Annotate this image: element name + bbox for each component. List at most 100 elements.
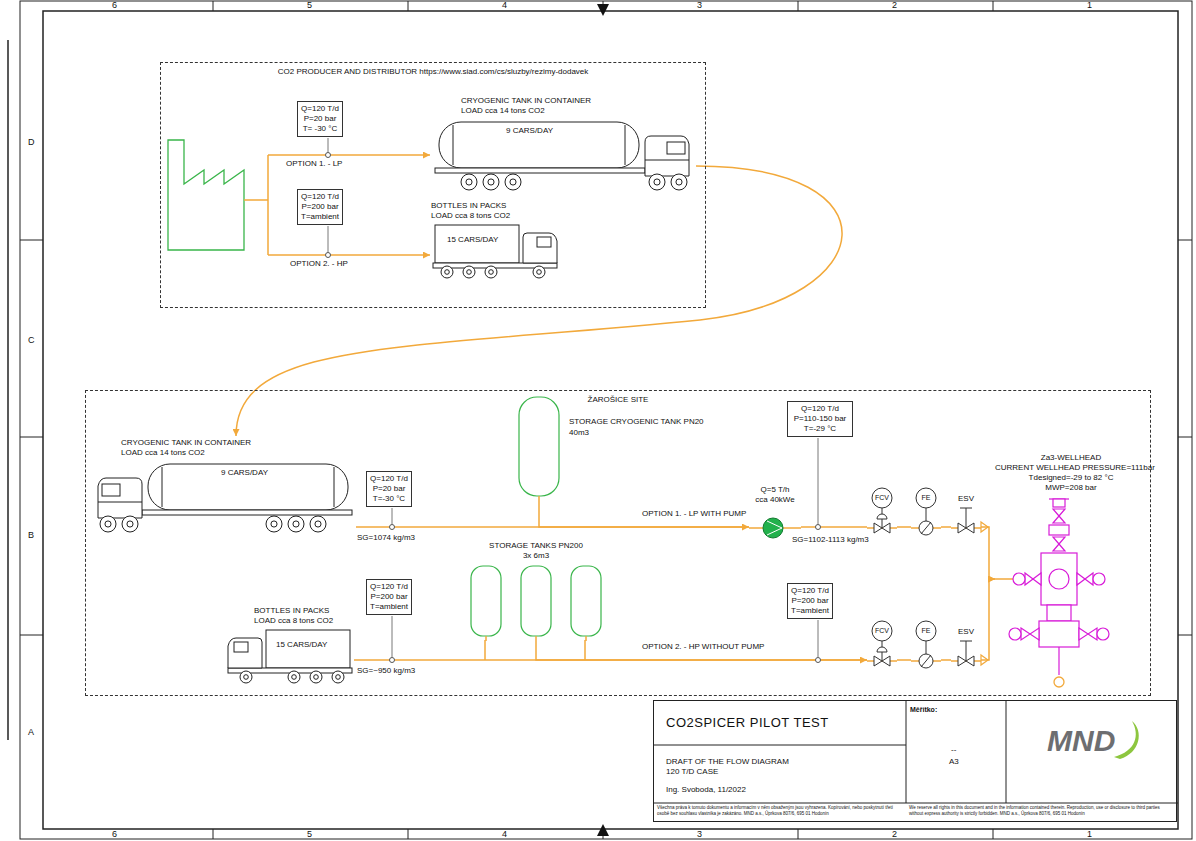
tanker-truck-outline — [142, 510, 352, 515]
tanker-truck-outline — [488, 179, 494, 185]
storage-vessels-outline — [571, 566, 601, 636]
tag-text: FE — [911, 626, 941, 636]
tanker-truck-outline — [510, 179, 516, 185]
bottle-truck-outline — [445, 270, 450, 275]
tanker-truck-outline — [315, 521, 321, 527]
bottle-truck-outline — [463, 266, 475, 278]
bottle-truck-outline — [489, 270, 494, 275]
shutdown-valve-outline — [958, 523, 974, 533]
tap-point — [816, 525, 821, 530]
data-box: Q=120 T/d P=20 bar T= -30 °C — [297, 101, 343, 137]
sheet-frame — [8, 1, 1192, 839]
title-block-outline — [1006, 701, 1007, 803]
pump-data: Q=5 T/h cca 40kWe — [755, 485, 795, 505]
data-box: Q=120 T/d P=200 bar T=ambient — [787, 583, 833, 619]
truck-count: 15 CARS/DAY — [447, 235, 498, 245]
data-box: Q=120 T/d P=110-150 bar T=-29 °C — [787, 401, 853, 437]
density-label: SG=1074 kg/m3 — [357, 533, 415, 543]
site-region: ŽAROŠICE SITECRYOGENIC TANK IN CONTAINER… — [85, 390, 1151, 696]
supply-pipe — [244, 155, 585, 660]
wellhead-outline — [1049, 525, 1069, 535]
wellhead-outline — [1079, 628, 1097, 640]
tap-point — [390, 658, 395, 663]
bottle-truck-outline — [435, 225, 519, 263]
flow-element-outline — [926, 508, 927, 521]
title-block-outline — [654, 701, 1178, 803]
truck-count: 9 CARS/DAY — [221, 468, 268, 478]
tap-point — [390, 525, 395, 530]
wellhead-outline — [1009, 628, 1021, 640]
tanker-truck-outline — [288, 516, 304, 532]
pump-symbol-outline — [763, 518, 783, 538]
tanker-truck-outline — [334, 467, 335, 507]
bottle-truck: BOTTLES IN PACKS LOAD cca 8 tons CO2 15 C… — [431, 201, 561, 279]
control-valve-outline — [877, 647, 887, 652]
grid-reference: 4 — [502, 829, 507, 839]
control-valve-outline — [867, 486, 897, 538]
shutdown-valve-outline — [966, 508, 967, 528]
storage-vessels-outline — [585, 636, 587, 641]
shutdown-valve-outline — [951, 486, 981, 538]
leader-line — [328, 138, 329, 153]
grid-reference: A — [28, 727, 34, 737]
tanker-truck-outline — [461, 174, 477, 190]
tanker-truck-outline — [645, 160, 689, 161]
wellhead-outline — [1097, 628, 1109, 640]
flow-element-outline — [911, 486, 941, 538]
leader-line — [392, 616, 393, 658]
legal-note: Všechna práva k tomuto dokumentu a infor… — [657, 805, 903, 816]
tanker-truck-outline — [293, 521, 299, 527]
control-valve: FCV — [867, 619, 897, 671]
wellhead-outline — [1039, 621, 1079, 647]
load-heading: BOTTLES IN PACKS LOAD cca 8 tons CO2 — [431, 201, 521, 221]
bottle-truck-outline — [310, 671, 322, 683]
bottle-truck-outline — [537, 270, 542, 275]
truck-count: 15 CARS/DAY — [276, 640, 327, 650]
centre-mark — [597, 4, 609, 16]
vessel-heading: STORAGE TANKS PN200 3x 6m3 — [485, 541, 587, 561]
tanker-truck-outline — [122, 516, 138, 532]
tanker-truck-outline — [266, 516, 282, 532]
tanker-truck-outline — [483, 174, 499, 190]
tanker-truck-outline — [105, 521, 111, 527]
grid-reference: 6 — [112, 829, 117, 839]
wellhead-outline — [1047, 605, 1071, 621]
wellhead-outline — [1053, 509, 1065, 523]
pipe-connector — [981, 527, 995, 579]
title-block: CO2SPICER PILOT TESTDRAFT OF THE FLOW DI… — [653, 700, 1177, 822]
storage-vessel: STORAGE CRYOGENIC TANK PN2040m3 — [511, 393, 741, 501]
data-box: Q=120 T/d P=20 bar T=-30 °C — [366, 471, 412, 507]
pump-symbol-outline — [749, 527, 763, 529]
density-label: SG=~950 kg/m3 — [357, 666, 415, 676]
data-text: Q=120 T/d P=200 bar T=ambient — [301, 192, 339, 222]
scale-heading: Měřítko: — [910, 705, 937, 715]
supply-pipe — [268, 154, 430, 156]
control-valve: FCV — [867, 486, 897, 538]
tag-text: FE — [911, 493, 941, 503]
wellhead-outline — [995, 578, 1013, 580]
tanker-truck: CRYOGENIC TANK IN CONTAINER LOAD cca 14 … — [431, 96, 696, 198]
load-heading: CRYOGENIC TANK IN CONTAINER LOAD cca 14 … — [121, 438, 263, 458]
tag-text: ESV — [951, 494, 981, 504]
flow-element-outline — [911, 619, 941, 671]
pump-symbol-outline — [767, 521, 782, 535]
tanker-truck-outline — [625, 125, 626, 165]
bottle-truck-outline — [485, 266, 497, 278]
wellhead-outline — [1021, 628, 1039, 640]
bottle-truck-outline — [537, 237, 551, 247]
sheet-size: A3 — [949, 757, 959, 767]
grid-reference: 5 — [307, 0, 312, 10]
pipe-connector — [897, 659, 911, 661]
title-block-outline — [1114, 721, 1139, 759]
flow-element-outline — [926, 641, 927, 654]
storage-vessel-outline — [511, 393, 741, 501]
tanker-truck-outline — [435, 122, 689, 190]
tanker-truck-outline — [162, 467, 163, 507]
vessel-heading: STORAGE CRYOGENIC TANK PN20 — [569, 417, 704, 427]
shutdown-valve-outline — [958, 656, 974, 666]
tanker-truck-outline — [505, 174, 521, 190]
storage-vessel-outline — [538, 496, 540, 501]
drawing-subtitle: DRAFT OF THE FLOW DIAGRAM 120 T/D CASE — [666, 757, 798, 777]
bottle-truck: BOTTLES IN PACKS LOAD cca 8 tons CO215 C… — [224, 606, 354, 684]
